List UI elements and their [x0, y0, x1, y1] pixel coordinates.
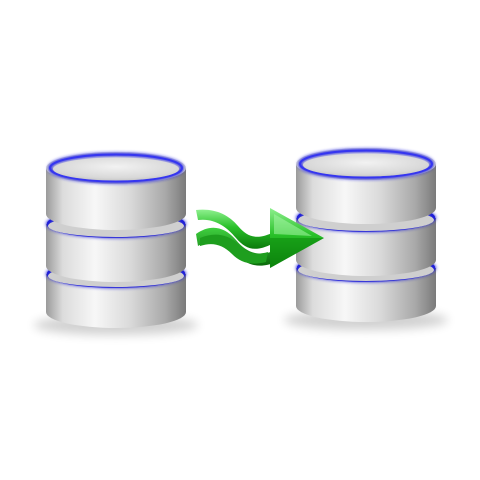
- source-disk-top: [46, 152, 186, 230]
- arrow-strand-lower: [200, 234, 268, 264]
- target-database-icon: [284, 148, 448, 330]
- source-database-icon: [34, 152, 198, 335]
- arrow-head-shade: [270, 238, 324, 268]
- arrow-strand-front: [196, 209, 274, 249]
- target-disk-top: [296, 148, 436, 224]
- twisted-arrow-icon: [196, 208, 324, 268]
- arrow-head-highlight: [274, 214, 312, 236]
